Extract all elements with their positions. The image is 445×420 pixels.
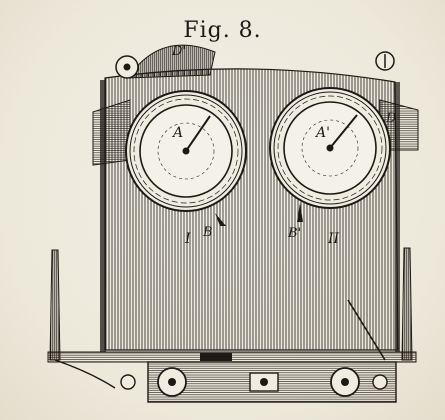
bearing-disc-right [375,51,395,71]
right-upright [401,247,413,361]
label-b: B [202,225,213,240]
lever-right [347,299,386,361]
label-d-prime: D' [171,44,186,59]
rod-left [54,359,116,389]
figure-caption: Fig. 8. [183,18,262,43]
base-beam [47,351,417,363]
label-i: I [184,231,191,247]
label-a-prime: A' [314,125,330,141]
bolt-left [120,374,136,390]
bolt-right [372,374,388,390]
left-upright [49,249,61,361]
bottom-carriage [147,361,397,403]
label-d: D [385,111,397,126]
wheel-i [125,90,247,212]
bearing-disc-left [115,55,139,79]
label-b-prime: B' [287,226,301,241]
wheel-ii [269,87,391,209]
label-a: A [171,125,183,141]
label-ii: II [327,231,340,247]
pointer-b-prime [297,203,303,222]
pointer-b [215,213,226,226]
